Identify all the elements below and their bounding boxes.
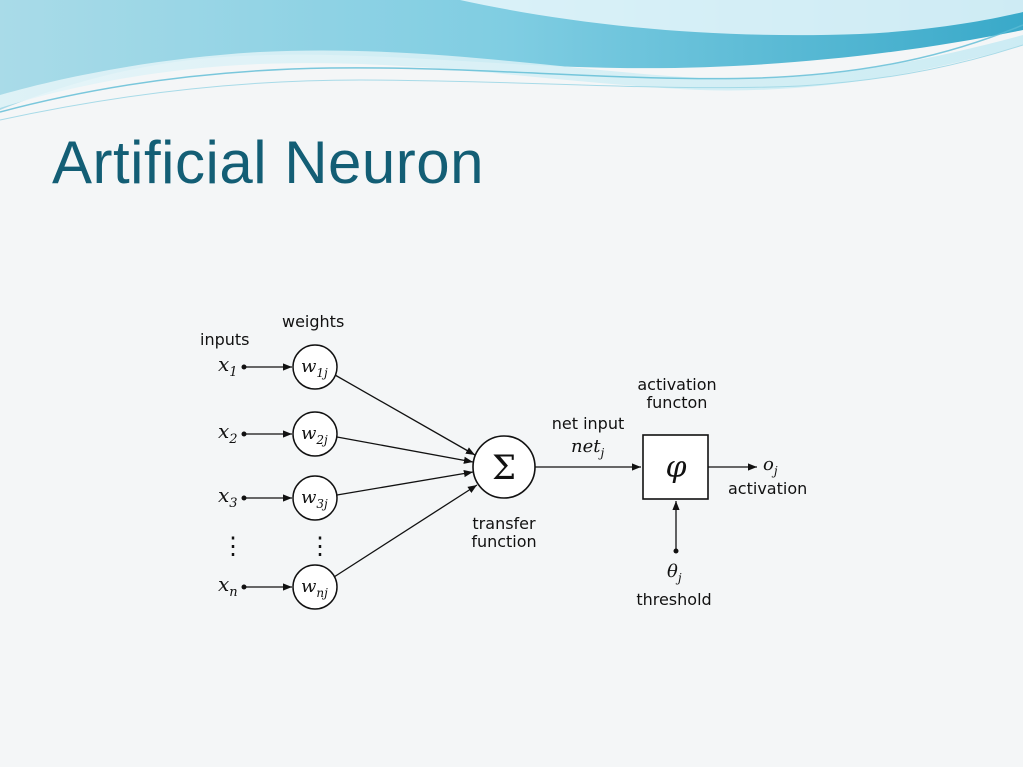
- weight-w2j: w2j: [301, 423, 328, 447]
- weight-to-sum-arrow: [336, 469, 474, 496]
- input-x2: x2: [218, 419, 238, 447]
- activation-output-label: activation: [728, 479, 807, 498]
- slide-title: Artificial Neuron: [52, 129, 484, 196]
- weight-w3j: w3j: [301, 487, 328, 511]
- phi-symbol: φ: [665, 450, 686, 485]
- weight-to-sum-arrow: [334, 374, 476, 456]
- activation-function-label-1: activation: [637, 375, 716, 394]
- input-x3: x3: [218, 483, 238, 511]
- input-ellipsis: ⋮: [221, 532, 245, 560]
- activation-function-label-2: functon: [647, 393, 708, 412]
- header-wave-decoration: [0, 0, 1023, 121]
- input-row-1: x1 w1j: [218, 344, 338, 390]
- transfer-label-1: transfer: [472, 514, 536, 533]
- input-row-n: xn wnj: [218, 564, 338, 610]
- output-oj: oj: [763, 454, 778, 478]
- weights-label: weights: [282, 312, 344, 331]
- transfer-label-2: function: [471, 532, 536, 551]
- weight-node-3: [292, 475, 338, 521]
- input-xn: xn: [218, 572, 238, 600]
- weight-to-sum-arrow: [336, 436, 474, 464]
- weight-to-sum-arrow: [333, 484, 478, 578]
- net-j-label: netj: [571, 436, 604, 460]
- net-input-label: net input: [552, 414, 625, 433]
- weight-node-n: [292, 564, 338, 610]
- weight-wnj: wnj: [301, 576, 328, 600]
- input-row-3: x3 w3j: [218, 475, 338, 521]
- input-x1: x1: [218, 352, 238, 380]
- weight-ellipsis: ⋮: [308, 532, 332, 560]
- sum-symbol: Σ: [492, 448, 516, 488]
- weight-w1j: w1j: [301, 356, 328, 380]
- input-row-2: x2 w2j: [218, 411, 338, 457]
- threshold-label: threshold: [636, 590, 711, 609]
- inputs-label: inputs: [200, 330, 250, 349]
- weight-node-2: [292, 411, 338, 457]
- threshold-theta: θj: [667, 561, 682, 585]
- weight-node-1: [292, 344, 338, 390]
